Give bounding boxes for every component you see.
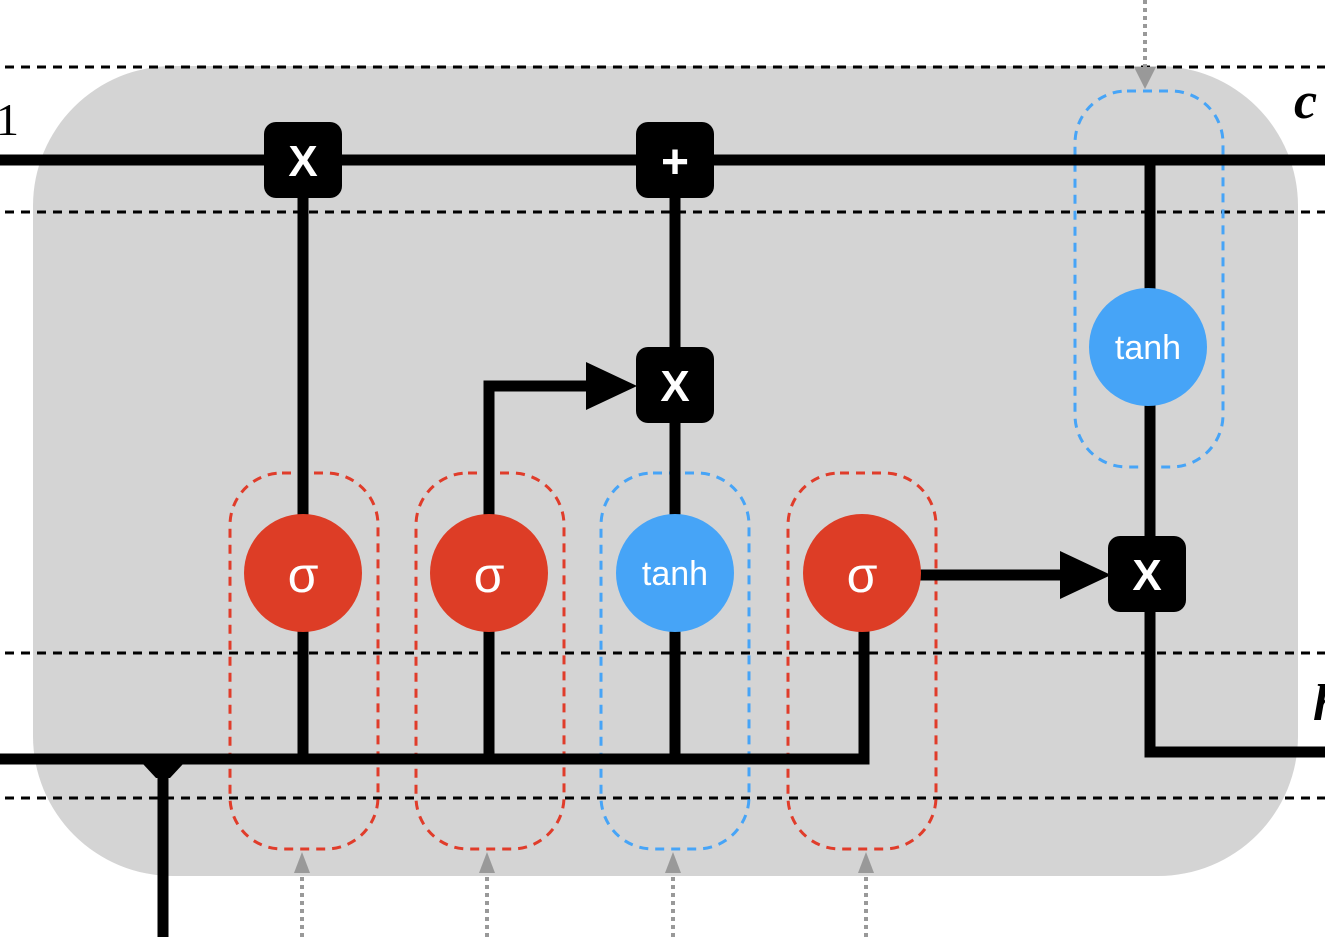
cell-state-out-label: c — [1294, 73, 1317, 130]
candidate-node: tanh — [616, 514, 734, 632]
operator-forget-multiply: X — [264, 122, 342, 198]
external-arrowhead — [858, 852, 874, 873]
external-arrowhead — [479, 852, 495, 873]
external-arrowhead — [294, 852, 310, 873]
operator-symbol: X — [288, 137, 317, 186]
tanh-label: tanh — [1115, 329, 1181, 367]
sigma-label: σ — [847, 547, 878, 603]
sigma-label: σ — [288, 547, 319, 603]
cell-output-tanh-node: tanh — [1089, 288, 1207, 406]
forget-gate-node: σ — [244, 514, 362, 632]
operator-cell-add: + — [636, 122, 714, 198]
operator-symbol: X — [660, 362, 689, 411]
cell-state-in-label: 1 — [0, 94, 19, 145]
input-gate-wire — [483, 380, 590, 759]
input-gate-node: σ — [430, 514, 548, 632]
cell-background — [33, 66, 1298, 876]
guide-lines — [5, 65, 1325, 800]
sigma-label: σ — [474, 547, 505, 603]
output-gate-group — [786, 471, 938, 851]
operator-symbol: + — [661, 136, 689, 189]
hidden-output-wire — [1144, 575, 1325, 758]
tanh-label: tanh — [642, 555, 708, 593]
operator-output-multiply: X — [1108, 536, 1186, 612]
input-bus — [0, 575, 870, 765]
output-gate-node: σ — [803, 514, 921, 632]
output-gate-arrowhead — [1060, 551, 1111, 599]
input-junction — [143, 764, 183, 778]
hidden-out-label: h — [1313, 675, 1325, 732]
operator-symbol: X — [1132, 551, 1161, 600]
operator-input-multiply: X — [636, 347, 714, 423]
input-gate-arrowhead — [586, 362, 637, 410]
external-inputs — [294, 0, 1156, 937]
external-arrowhead — [1134, 67, 1156, 89]
external-arrowhead — [665, 852, 681, 873]
